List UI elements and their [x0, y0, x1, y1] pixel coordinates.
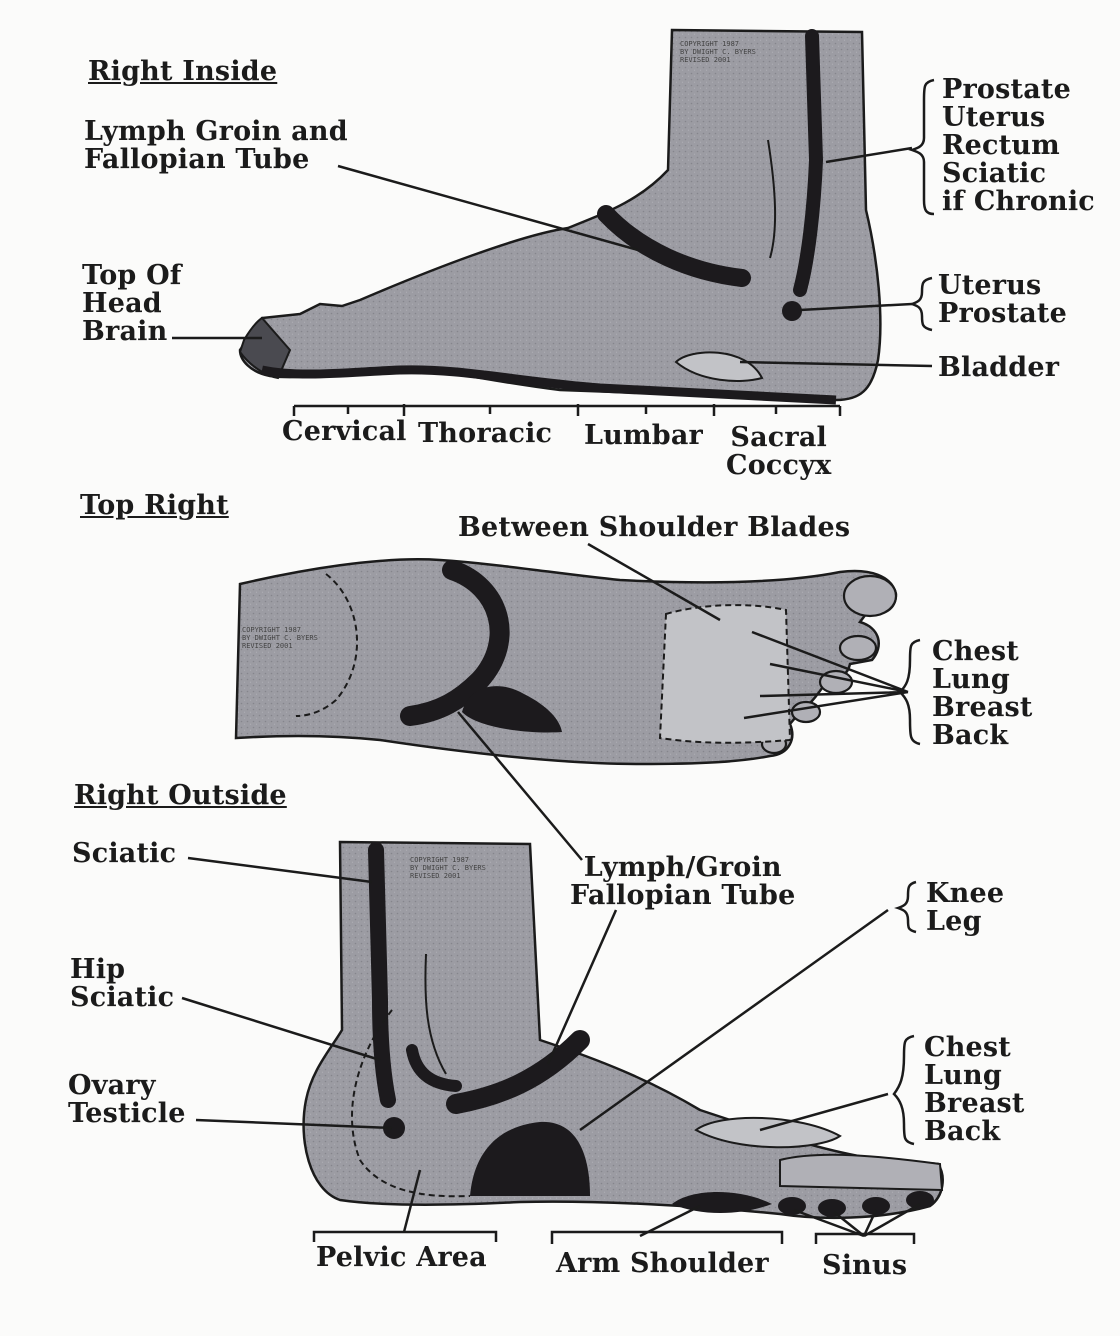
label-line: Sciatic: [942, 160, 1095, 188]
label-line: Sciatic: [70, 984, 174, 1012]
label-line: Prostate: [938, 300, 1067, 328]
label-line: Hip: [70, 956, 174, 984]
top-toe-2: [840, 636, 876, 660]
label-line: Testicle: [68, 1100, 186, 1128]
label-line: Lung: [924, 1062, 1025, 1090]
label-between-shoulder-blades: Between Shoulder Blades: [458, 514, 850, 542]
right-outside-foot: [182, 712, 943, 1244]
leader-outside-chest: [760, 1094, 888, 1130]
sinus-dot-4: [906, 1191, 934, 1209]
label-line: Coccyx: [726, 452, 831, 480]
leader-lymph-groin: [338, 166, 638, 250]
label-line: Lymph Groin and: [84, 118, 348, 146]
bracket-spine: [294, 404, 840, 416]
top-toe-1: [844, 576, 896, 616]
brace-prostate: [912, 80, 934, 214]
label-top-of-head-brain: Top Of Head Brain: [82, 262, 182, 346]
label-line: if Chronic: [942, 188, 1095, 216]
label-lymph-groin-fallopian: Lymph Groin and Fallopian Tube: [84, 118, 348, 174]
label-line: Back: [924, 1118, 1025, 1146]
top-toe-4: [792, 702, 820, 722]
section-title-right-outside: Right Outside: [74, 782, 287, 810]
label-uterus-prostate: Uterus Prostate: [938, 272, 1067, 328]
label-arm-shoulder: Arm Shoulder: [556, 1250, 769, 1278]
label-sciatic: Sciatic: [72, 840, 176, 868]
label-bladder: Bladder: [938, 354, 1059, 382]
stamp-line: BY DWIGHT C. BYERS: [242, 634, 318, 642]
outside-toes: [780, 1155, 942, 1190]
stamp-line: COPYRIGHT 1987: [410, 856, 486, 864]
label-line: Ovary: [68, 1072, 186, 1100]
label-outside-chest-group: Chest Lung Breast Back: [924, 1034, 1025, 1146]
label-hip-sciatic: Hip Sciatic: [70, 956, 174, 1012]
label-line: Fallopian Tube: [84, 146, 348, 174]
label-line: Brain: [82, 318, 182, 346]
label-line: Uterus: [942, 104, 1095, 132]
label-line: Breast: [932, 694, 1033, 722]
label-line: Breast: [924, 1090, 1025, 1118]
label-line: Chest: [932, 638, 1033, 666]
top-right-foot: [236, 544, 920, 764]
stamp-line: REVISED 2001: [680, 56, 756, 64]
brace-uterus: [912, 278, 932, 330]
copyright-stamp-1: COPYRIGHT 1987 BY DWIGHT C. BYERS REVISE…: [680, 40, 756, 64]
stamp-line: COPYRIGHT 1987: [242, 626, 318, 634]
top-foot-outline: [236, 559, 896, 764]
label-line: Leg: [926, 908, 1004, 936]
stamp-line: REVISED 2001: [410, 872, 486, 880]
label-sacral-coccyx: Sacral Coccyx: [726, 424, 831, 480]
stamp-line: REVISED 2001: [242, 642, 318, 650]
label-prostate-group: Prostate Uterus Rectum Sciatic if Chroni…: [942, 76, 1095, 216]
inside-foot-outline: [240, 30, 880, 400]
label-ovary-testicle: Ovary Testicle: [68, 1072, 186, 1128]
stamp-line: BY DWIGHT C. BYERS: [410, 864, 486, 872]
label-line: Sacral: [726, 424, 831, 452]
leader-knee: [580, 910, 888, 1130]
label-pelvic-area: Pelvic Area: [316, 1244, 487, 1272]
label-line: Chest: [924, 1034, 1025, 1062]
stamp-line: BY DWIGHT C. BYERS: [680, 48, 756, 56]
section-title-top-right: Top Right: [80, 492, 229, 520]
label-top-chest-group: Chest Lung Breast Back: [932, 638, 1033, 750]
label-line: Fallopian Tube: [570, 882, 795, 910]
brace-outside-chest: [894, 1036, 914, 1144]
label-thoracic: Thoracic: [418, 420, 552, 448]
label-line: Rectum: [942, 132, 1095, 160]
label-line: Uterus: [938, 272, 1067, 300]
label-line: Top Of: [82, 262, 182, 290]
label-line: Back: [932, 722, 1033, 750]
label-line: Lymph/Groin: [570, 854, 795, 882]
label-line: Knee: [926, 880, 1004, 908]
label-line: Lung: [932, 666, 1033, 694]
inside-uterus-dot: [782, 301, 802, 321]
brace-knee: [898, 882, 916, 932]
section-title-right-inside: Right Inside: [88, 58, 277, 86]
copyright-stamp-3: COPYRIGHT 1987 BY DWIGHT C. BYERS REVISE…: [410, 856, 486, 880]
label-sinus: Sinus: [822, 1252, 907, 1280]
label-line: Prostate: [942, 76, 1095, 104]
label-knee-leg: Knee Leg: [926, 880, 1004, 936]
sinus-dot-2: [818, 1199, 846, 1217]
stamp-line: COPYRIGHT 1987: [680, 40, 756, 48]
label-cervical: Cervical: [282, 418, 407, 446]
copyright-stamp-2: COPYRIGHT 1987 BY DWIGHT C. BYERS REVISE…: [242, 626, 318, 650]
label-lumbar: Lumbar: [584, 422, 703, 450]
top-chest-zone: [660, 605, 790, 743]
label-lymph-groin-outside: Lymph/Groin Fallopian Tube: [570, 854, 795, 910]
right-inside-foot: [172, 30, 934, 416]
label-line: Head: [82, 290, 182, 318]
